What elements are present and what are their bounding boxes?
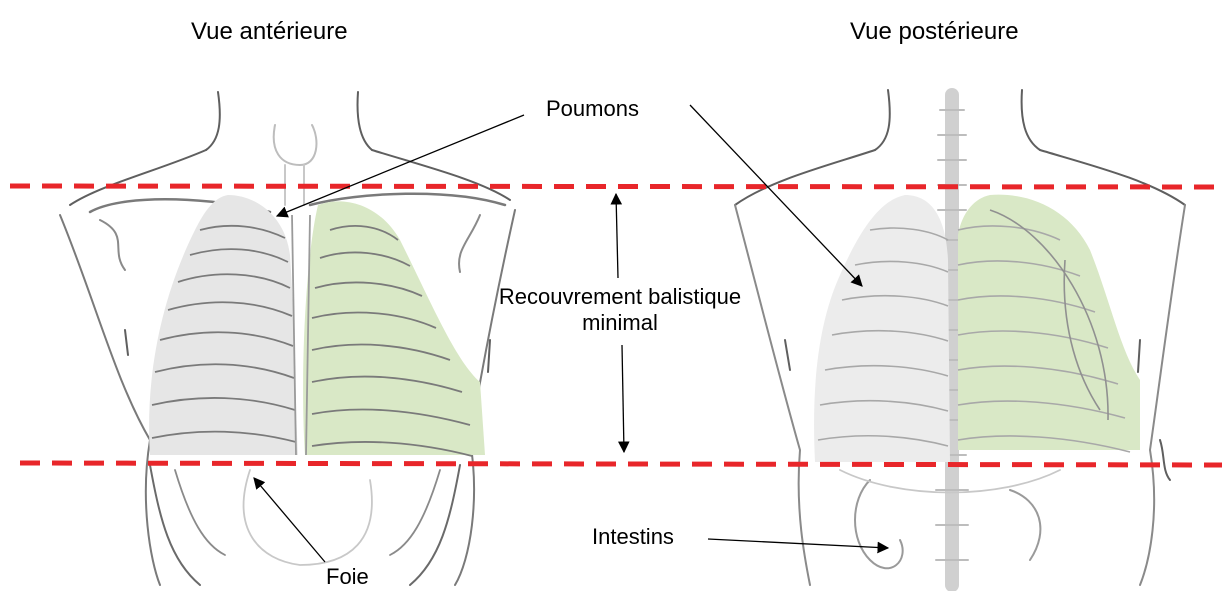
posterior-grey-lung (814, 195, 950, 462)
posterior-view-title: Vue postérieure (850, 18, 1019, 46)
arrow-coverage-down (622, 345, 624, 452)
arrow-liver (254, 478, 325, 562)
anterior-view-title: Vue antérieure (191, 18, 348, 46)
coverage-label-line1: Recouvrement balistique (486, 284, 754, 310)
coverage-label-line2: minimal (486, 310, 754, 336)
arrow-coverage-up (616, 194, 618, 278)
arrow-intestines (708, 539, 888, 548)
anterior-highlighted-lung (303, 201, 485, 455)
liver-label: Foie (326, 564, 369, 590)
lower-boundary-line (20, 463, 1222, 465)
coverage-label: Recouvrement balistique minimal (486, 284, 754, 336)
posterior-highlighted-lung (958, 195, 1140, 450)
lungs-label: Poumons (546, 96, 639, 122)
intestines-label: Intestins (592, 524, 674, 550)
upper-boundary-line (10, 186, 1222, 187)
arrow-lungs-posterior (690, 105, 862, 286)
